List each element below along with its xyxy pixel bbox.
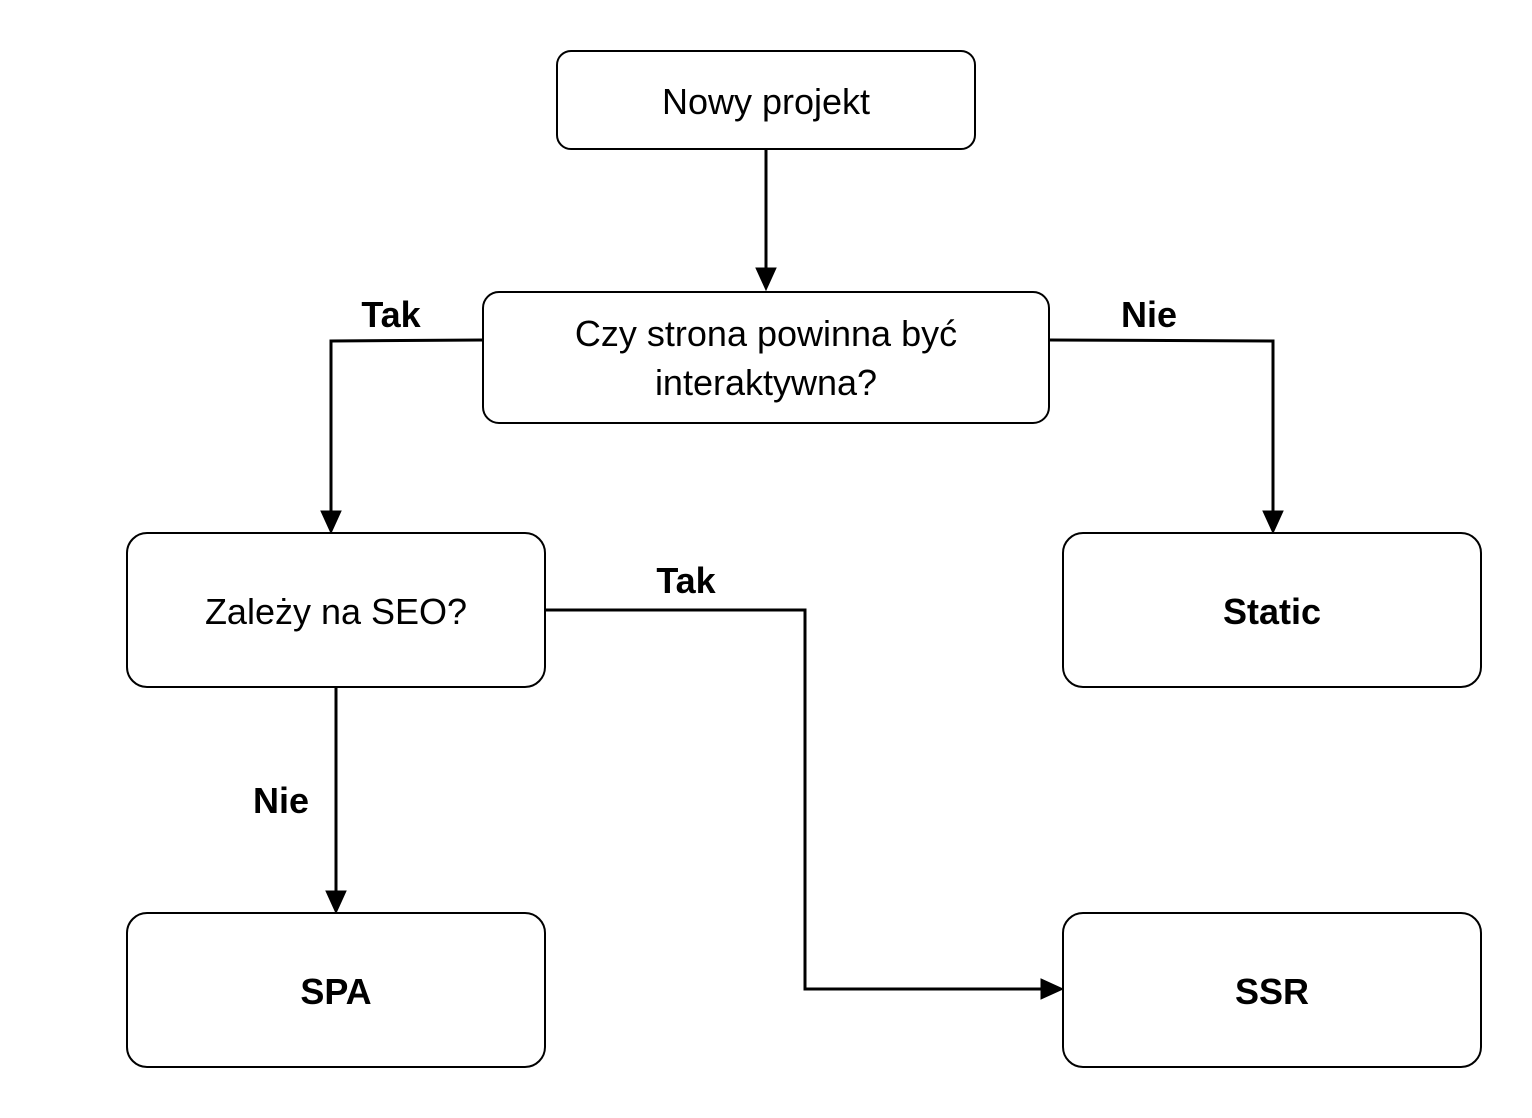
node-question-interactive-line2: interaktywna? [655, 362, 877, 403]
node-question-seo: Zależy na SEO? [126, 532, 546, 688]
node-start-label: Nowy projekt [662, 81, 870, 122]
edge-seo-yes [545, 608, 1065, 1000]
node-question-interactive-line1: Czy strona powinna być [575, 313, 957, 354]
node-result-spa-label: SPA [300, 971, 371, 1012]
edge-seo-no [325, 687, 347, 915]
node-question-interactive: Czy strona powinna być interaktywna? [482, 291, 1050, 424]
node-question-seo-label: Zależy na SEO? [205, 591, 467, 632]
edge-label-seo-yes: Tak [656, 560, 716, 601]
node-result-spa: SPA [126, 912, 546, 1068]
node-result-static-label: Static [1223, 591, 1321, 632]
edge-label-interactive-yes: Tak [361, 294, 421, 335]
node-result-ssr-label: SSR [1235, 971, 1309, 1012]
node-start: Nowy projekt [556, 50, 976, 150]
node-result-ssr: SSR [1062, 912, 1482, 1068]
node-result-static: Static [1062, 532, 1482, 688]
edge-label-seo-no: Nie [253, 780, 309, 821]
edge-start-to-interactive [755, 150, 777, 292]
edge-interactive-no [1048, 338, 1284, 535]
edge-interactive-yes [320, 338, 484, 535]
edge-label-interactive-no: Nie [1121, 294, 1177, 335]
